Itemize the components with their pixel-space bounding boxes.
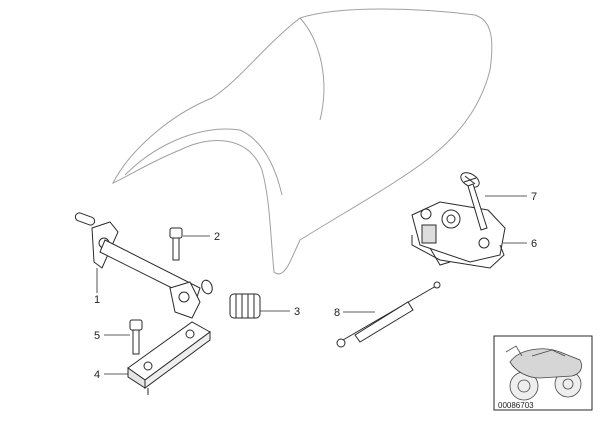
callout-1: 1 [94,294,100,306]
plate-4 [127,321,211,395]
callout-7: 7 [531,191,537,203]
callout-8: 8 [334,307,340,319]
callout-5: 5 [94,330,100,342]
lock-6 [411,201,506,269]
screw-7 [460,172,488,231]
cable-8 [336,281,441,348]
rubber-gear-3 [229,293,261,319]
callout-2: 2 [214,231,220,243]
motorcycle-thumbnail: 00086703 [493,335,593,411]
callout-4: 4 [94,369,100,381]
seat-outline [111,8,493,275]
bolt-2 [169,227,183,261]
shift-lever [74,212,213,319]
callout-3: 3 [294,306,300,318]
screw-5 [129,319,143,355]
callout-6: 6 [531,238,537,250]
diagram-image-code: 00086703 [498,401,534,410]
